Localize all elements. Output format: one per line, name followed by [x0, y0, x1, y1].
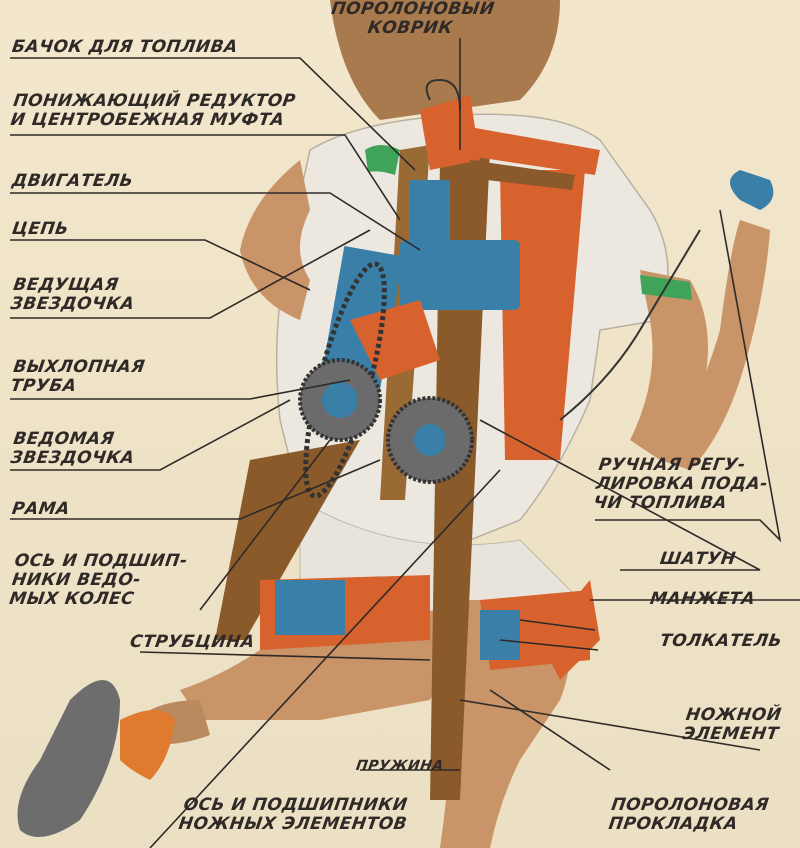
label-exhaust-line2: ТРУБА	[9, 377, 143, 396]
label-frame: РАМА	[11, 500, 71, 519]
label-reducer-line1: ПОНИЖАЮЩИЙ РЕДУКТОР	[12, 92, 297, 111]
label-drive-sprocket-line2: ЗВЕЗДОЧКА	[9, 295, 135, 314]
label-leg-axle: ОСЬ И ПОДШИПНИКИ НОЖНЫХ ЭЛЕМЕНТОВ	[177, 796, 411, 834]
label-driven-sprocket: ВЕДОМАЯ ЗВЕЗДОЧКА	[9, 430, 138, 468]
label-axle-bearings-line3: МЫХ КОЛЕС	[8, 590, 183, 609]
label-spring: ПРУЖИНА	[355, 758, 445, 774]
label-axle-bearings: ОСЬ И ПОДШИП- НИКИ ВЕДО- МЫХ КОЛЕС	[8, 552, 189, 609]
label-leg-axle-line1: ОСЬ И ПОДШИПНИКИ	[180, 796, 411, 815]
label-foam-pad-line1: ПОРОЛОНОВАЯ	[610, 796, 770, 815]
label-pusher: ТОЛКАТЕЛЬ	[659, 632, 784, 651]
label-cuff: МАНЖЕТА	[649, 590, 757, 609]
label-leg-axle-line2: НОЖНЫХ ЭЛЕМЕНТОВ	[177, 815, 408, 834]
label-fuel-control: РУЧНАЯ РЕГУ- ЛИРОВКА ПОДА- ЧИ ТОПЛИВА	[592, 456, 772, 513]
label-leg-element: НОЖНОЙ ЭЛЕМЕНТ	[647, 706, 782, 744]
label-foam-mat-line2: КОВРИК	[327, 19, 493, 38]
label-drive-sprocket-line1: ВЕДУЩАЯ	[12, 276, 138, 295]
label-driven-sprocket-line1: ВЕДОМАЯ	[12, 430, 138, 449]
label-fuel-tank: БАЧОК ДЛЯ ТОПЛИВА	[11, 38, 239, 57]
label-leg-element-line1: НОЖНОЙ	[650, 706, 783, 725]
label-axle-bearings-line1: ОСЬ И ПОДШИП-	[13, 552, 188, 571]
label-engine: ДВИГАТЕЛЬ	[11, 172, 135, 191]
label-drive-sprocket: ВЕДУЩАЯ ЗВЕЗДОЧКА	[9, 276, 138, 314]
label-foam-mat: ПОРОЛОНОВЫЙ КОВРИК	[327, 0, 495, 38]
label-foam-mat-line1: ПОРОЛОНОВЫЙ	[330, 0, 496, 19]
label-fuel-control-line3: ЧИ ТОПЛИВА	[592, 494, 766, 513]
label-fuel-control-line2: ЛИРОВКА ПОДА-	[595, 475, 769, 494]
label-driven-sprocket-line2: ЗВЕЗДОЧКА	[9, 449, 135, 468]
label-connecting-rod: ШАТУН	[659, 550, 737, 569]
label-foam-pad-line2: ПРОКЛАДКА	[607, 815, 767, 834]
label-clamp: СТРУБЦИНА	[129, 633, 256, 652]
label-reducer-line2: И ЦЕНТРОБЕЖНАЯ МУФТА	[9, 111, 294, 130]
label-exhaust-line1: ВЫХЛОПНАЯ	[12, 358, 146, 377]
label-reducer: ПОНИЖАЮЩИЙ РЕДУКТОР И ЦЕНТРОБЕЖНАЯ МУФТА	[9, 92, 297, 130]
label-leg-element-line2: ЭЛЕМЕНТ	[647, 725, 780, 744]
label-chain: ЦЕПЬ	[11, 220, 70, 239]
label-axle-bearings-line2: НИКИ ВЕДО-	[11, 571, 186, 590]
label-fuel-control-line1: РУЧНАЯ РЕГУ-	[597, 456, 771, 475]
label-foam-pad: ПОРОЛОНОВАЯ ПРОКЛАДКА	[607, 796, 770, 834]
label-exhaust: ВЫХЛОПНАЯ ТРУБА	[9, 358, 146, 396]
